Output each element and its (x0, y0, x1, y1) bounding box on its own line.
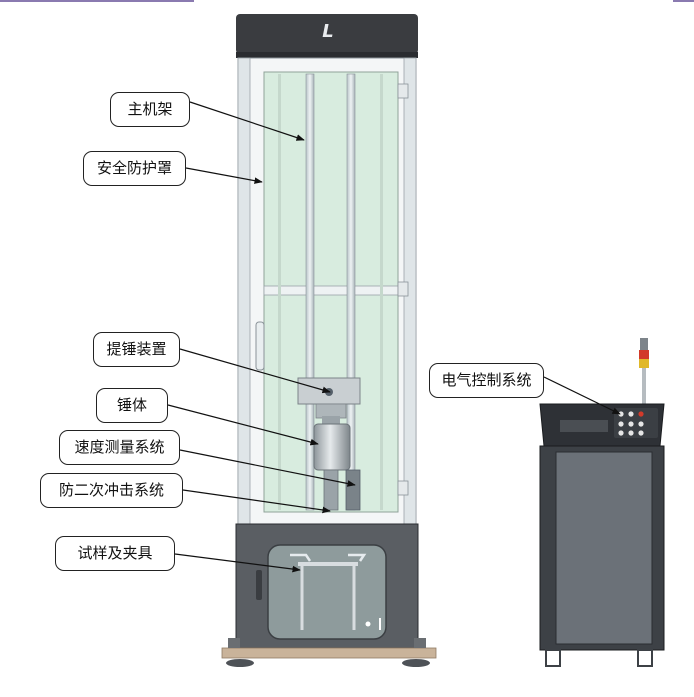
leader-main-frame (189, 101, 305, 141)
label-safety-cover: 安全防护罩 (83, 151, 186, 186)
electrical-cabinet (539, 338, 665, 667)
main-tower (221, 14, 437, 667)
label-anti-rebound: 防二次冲击系统 (40, 473, 183, 508)
label-hammer-lift: 提锤装置 (93, 332, 180, 367)
leader-hammer-body (167, 404, 319, 446)
leader-safety-cover (185, 167, 263, 184)
top-border-left (0, 0, 194, 2)
leader-speed-measure (179, 449, 356, 487)
label-hammer-body: 锤体 (96, 388, 168, 423)
leader-hammer-lift (179, 348, 331, 394)
top-border-right (673, 0, 694, 2)
leader-electrical-control (543, 376, 621, 415)
brand-logo: L (322, 21, 334, 42)
label-specimen-fixture: 试样及夹具 (55, 536, 175, 571)
leader-specimen-fixture (174, 553, 301, 573)
label-electrical-control: 电气控制系统 (429, 363, 544, 398)
leader-lines (167, 101, 621, 573)
leader-anti-rebound (182, 489, 331, 514)
label-main-frame: 主机架 (110, 92, 190, 127)
label-speed-measure: 速度测量系统 (59, 430, 180, 465)
